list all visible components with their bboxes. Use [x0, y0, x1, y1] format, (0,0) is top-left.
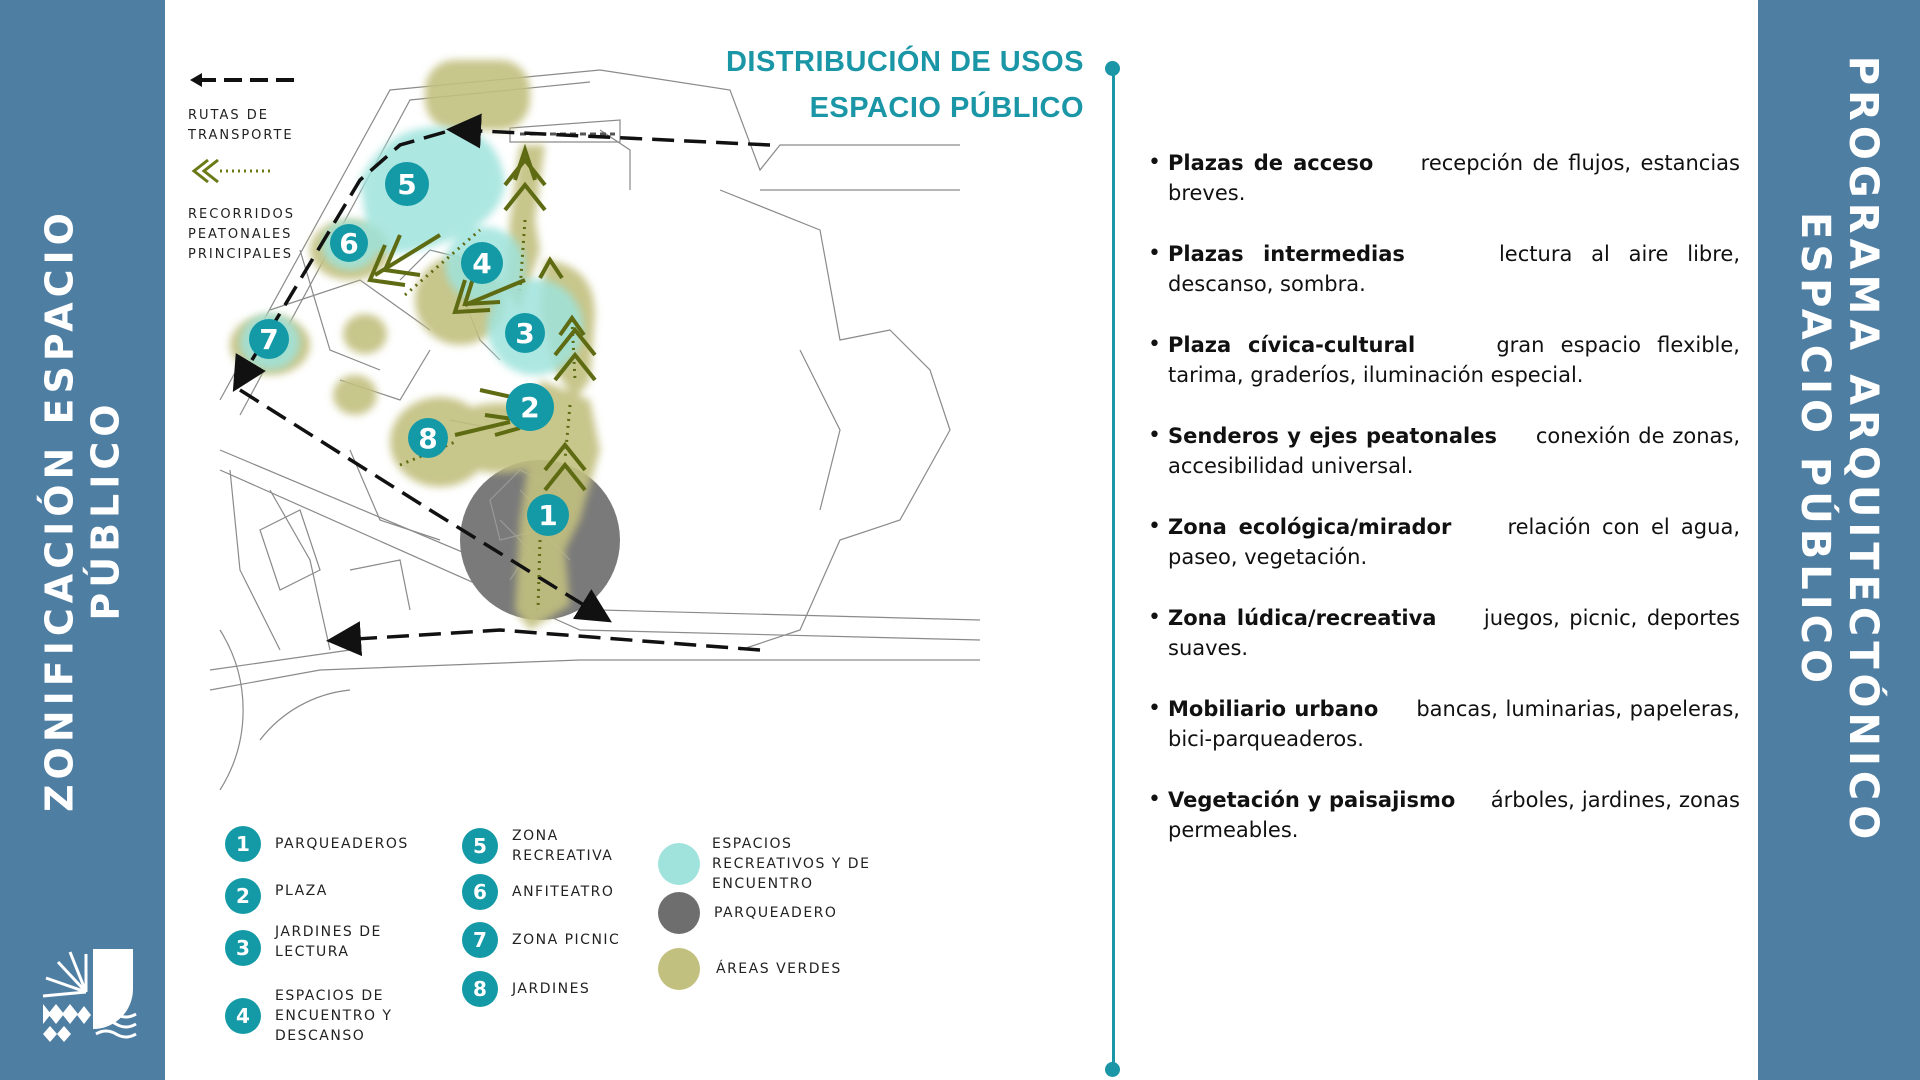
pedestrian-routes [367, 143, 597, 492]
zoning-map: 1 2 3 4 5 6 7 8 [209, 60, 980, 790]
transport-legend-label: RUTAS DE TRANSPORTE [188, 108, 294, 143]
legend-item-4: 4 ESPACIOS DE ENCUENTRO Y DESCANSO [225, 986, 392, 1046]
transport-routes [232, 113, 771, 657]
legend-swatch-parking: PARQUEADERO [658, 892, 837, 934]
svg-text:8: 8 [418, 422, 437, 455]
divider-dot-top [1105, 61, 1120, 76]
right-title-line1: PROGRAMA ARQUITECTÓNICO [1840, 55, 1886, 845]
right-panel-title: PROGRAMA ARQUITECTÓNICO ESPACIO PÚBLICO [1791, 56, 1887, 845]
legend-label-7: ZONA PICNIC [512, 932, 621, 948]
right-title-line2: ESPACIO PÚBLICO [1792, 212, 1838, 688]
legend-label-1: PARQUEADEROS [275, 836, 409, 852]
marker-8[interactable]: 8 [408, 418, 448, 458]
cyan-swatch [658, 843, 700, 885]
pedestrian-route-arrow-icon [191, 158, 272, 184]
legend-swatch-label-green: ÁREAS VERDES [716, 961, 842, 977]
legend-item-3: 3 JARDINES DE LECTURA [225, 924, 382, 966]
marker-6[interactable]: 6 [330, 224, 368, 262]
program-item: • Mobiliario urbano bancas, luminarias, … [1148, 696, 1740, 751]
transport-route-arrow-icon [190, 73, 298, 87]
legend-num-1: 1 [225, 826, 261, 862]
svg-text:3: 3 [515, 317, 534, 350]
legend-num-3: 3 [225, 930, 261, 966]
svg-text:4: 4 [472, 247, 491, 280]
legend-num-4: 4 [225, 998, 261, 1034]
legend-swatch-recreational: ESPACIOS RECREATIVOS Y DE ENCUENTRO [658, 834, 870, 894]
legend-item-6: 6 ANFITEATRO [462, 874, 614, 910]
left-title-line1: ZONIFICACIÓN ESPACIO [36, 208, 81, 812]
program-item: • Zona ecológica/mirador relación con el… [1148, 514, 1740, 569]
program-item: • Plaza cívica-cultural gran espacio fle… [1148, 332, 1740, 387]
program-item: • Vegetación y paisajismo árboles, jardi… [1148, 787, 1740, 842]
pedestrian-legend-label: RECORRIDOS PEATONALES PRINCIPALES [188, 207, 295, 262]
marker-4[interactable]: 4 [461, 242, 503, 284]
header-title-line2: ESPACIO PÚBLICO [809, 92, 1084, 124]
svg-text:2: 2 [520, 391, 539, 424]
legend-label-8: JARDINES [512, 981, 591, 997]
program-item: • Plazas intermedias lectura al aire lib… [1148, 241, 1741, 296]
legend-num-2: 2 [225, 878, 261, 914]
zone-markers: 1 2 3 4 5 6 7 8 [249, 162, 569, 536]
left-panel-title: ZONIFICACIÓN ESPACIO PÚBLICO [37, 208, 128, 812]
legend-swatch-green: ÁREAS VERDES [658, 948, 842, 990]
legend-num-6: 6 [462, 874, 498, 910]
legend-item-5: 5 ZONA RECREATIVA [462, 826, 613, 866]
program-list: • Plazas de acceso recepción de flujos, … [1148, 148, 1740, 876]
legend-label-6: ANFITEATRO [512, 884, 615, 900]
marker-7[interactable]: 7 [249, 319, 289, 359]
legend-item-1: 1 PARQUEADEROS [225, 826, 409, 862]
legend-label-2: PLAZA [275, 883, 328, 899]
legend-label-4: ESPACIOS DE ENCUENTRO Y DESCANSO [275, 988, 393, 1044]
svg-text:7: 7 [259, 323, 278, 356]
marker-2[interactable]: 2 [506, 383, 554, 431]
legend-item-2: 2 PLAZA [225, 878, 328, 914]
right-panel: PROGRAMA ARQUITECTÓNICO ESPACIO PÚBLICO [1758, 0, 1920, 1080]
svg-text:5: 5 [397, 168, 416, 201]
logo-icon [42, 949, 137, 1042]
program-item: • Plazas de acceso recepción de flujos, … [1148, 150, 1740, 205]
left-panel: ZONIFICACIÓN ESPACIO PÚBLICO [0, 0, 165, 1080]
left-title-line2: PÚBLICO [82, 399, 127, 621]
legend-num-5: 5 [462, 828, 498, 864]
legend-item-7: 7 ZONA PICNIC [462, 922, 620, 958]
legend-num-7: 7 [462, 922, 498, 958]
legend-swatch-label-recreational: ESPACIOS RECREATIVOS Y DE ENCUENTRO [712, 836, 871, 892]
svg-text:1: 1 [538, 499, 557, 532]
gray-swatch [658, 892, 700, 934]
marker-1[interactable]: 1 [527, 494, 569, 536]
legend-label-5: ZONA RECREATIVA [512, 828, 614, 864]
program-item: • Zona lúdica/recreativa juegos, picnic,… [1148, 605, 1740, 660]
legend-item-8: 8 JARDINES [462, 971, 590, 1007]
marker-5[interactable]: 5 [385, 162, 429, 206]
header-title-line1: DISTRIBUCIÓN DE USOS [725, 46, 1084, 78]
marker-3[interactable]: 3 [505, 313, 545, 353]
svg-text:6: 6 [339, 227, 358, 260]
program-item: • Senderos y ejes peatonales conexión de… [1148, 423, 1740, 478]
divider-line [1112, 68, 1115, 1070]
legend-num-8: 8 [462, 971, 498, 1007]
legend-label-3: JARDINES DE LECTURA [275, 924, 382, 960]
green-swatch [658, 948, 700, 990]
legend-swatch-label-parking: PARQUEADERO [714, 905, 838, 921]
divider-dot-bottom [1105, 1062, 1120, 1077]
